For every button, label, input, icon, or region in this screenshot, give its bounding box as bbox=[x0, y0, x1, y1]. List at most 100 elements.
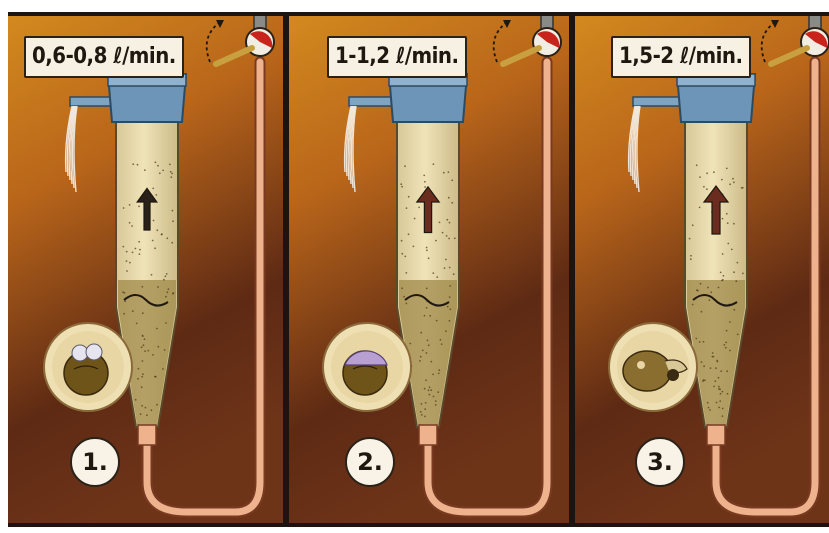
egg-particle bbox=[144, 169, 146, 171]
egg-particle bbox=[138, 206, 140, 208]
egg-particle bbox=[718, 407, 720, 409]
tube-inlet bbox=[138, 425, 156, 445]
egg-particle bbox=[155, 161, 157, 163]
top-border bbox=[8, 12, 829, 16]
egg-particle bbox=[156, 404, 158, 406]
egg-particle bbox=[168, 288, 170, 290]
egg-particle bbox=[729, 183, 731, 185]
egg-particle bbox=[440, 339, 442, 341]
egg-particle bbox=[426, 352, 428, 354]
egg-particle bbox=[725, 347, 727, 349]
egg-particle bbox=[690, 258, 692, 260]
egg-particle bbox=[129, 222, 131, 224]
egg-particle bbox=[408, 196, 410, 198]
egg-particle bbox=[699, 176, 701, 178]
egg-particle bbox=[436, 320, 438, 322]
egg-particle bbox=[163, 279, 165, 281]
egg-particle bbox=[731, 249, 733, 251]
egg-particle bbox=[406, 303, 408, 305]
egg-particle bbox=[126, 251, 128, 253]
egg-particle bbox=[426, 288, 428, 290]
step-number-1: 1. bbox=[70, 437, 120, 487]
egg-particle bbox=[122, 246, 124, 248]
egg-particle bbox=[137, 378, 139, 380]
egg-particle bbox=[132, 310, 134, 312]
egg-particle bbox=[712, 352, 714, 354]
egg-particle bbox=[428, 389, 430, 391]
egg-particle bbox=[418, 207, 420, 209]
tube-inlet bbox=[707, 425, 725, 445]
egg-particle bbox=[449, 285, 451, 287]
egg-particle bbox=[701, 361, 703, 363]
egg-particle bbox=[707, 287, 709, 289]
egg-particle bbox=[140, 413, 142, 415]
egg-particle bbox=[449, 222, 451, 224]
egg-particle bbox=[722, 218, 724, 220]
egg-particle bbox=[135, 248, 137, 250]
egg-particle bbox=[400, 183, 402, 185]
egg-particle bbox=[401, 253, 403, 255]
egg-particle bbox=[429, 386, 431, 388]
egg-particle bbox=[141, 346, 143, 348]
egg-particle bbox=[159, 172, 161, 174]
egg-particle bbox=[703, 365, 705, 367]
egg-particle bbox=[165, 275, 167, 277]
egg-particle bbox=[727, 222, 729, 224]
egg-particle bbox=[722, 391, 724, 393]
panel-divider bbox=[283, 12, 289, 527]
egg-particle bbox=[715, 367, 717, 369]
egg-particle bbox=[423, 175, 425, 177]
egg-particle bbox=[713, 171, 715, 173]
egg-particle bbox=[414, 218, 416, 220]
panel-3-illustration bbox=[575, 12, 829, 527]
egg-particle bbox=[696, 164, 698, 166]
egg-particle bbox=[454, 237, 456, 239]
egg-particle bbox=[157, 346, 159, 348]
egg-particle bbox=[449, 320, 451, 322]
egg-particle bbox=[421, 403, 423, 405]
egg-particle bbox=[699, 341, 701, 343]
egg-particle bbox=[445, 259, 447, 261]
egg-particle bbox=[152, 354, 154, 356]
egg-particle bbox=[420, 411, 422, 413]
egg-membrane-bubble bbox=[86, 344, 102, 360]
egg-particle bbox=[166, 291, 168, 293]
step-number-2: 2. bbox=[345, 437, 395, 487]
flow-rate-label-3: 1,5-2 ℓ/min. bbox=[611, 36, 751, 78]
egg-particle bbox=[141, 405, 143, 407]
egg-particle bbox=[145, 407, 147, 409]
egg-particle bbox=[722, 253, 724, 255]
egg-particle bbox=[706, 172, 708, 174]
egg-particle bbox=[422, 350, 424, 352]
egg-particle bbox=[123, 207, 125, 209]
egg-particle bbox=[710, 367, 712, 369]
egg-particle bbox=[142, 373, 144, 375]
egg-particle bbox=[442, 232, 444, 234]
egg-particle bbox=[441, 343, 443, 345]
panel-step-1: 0,6-0,8 ℓ/min. 1. bbox=[8, 12, 283, 527]
egg-particle bbox=[703, 379, 705, 381]
egg-particle bbox=[170, 171, 172, 173]
egg-particle bbox=[726, 330, 728, 332]
egg-particle bbox=[726, 168, 728, 170]
egg-particle bbox=[166, 237, 168, 239]
egg-particle bbox=[138, 241, 140, 243]
egg-particle bbox=[401, 186, 403, 188]
panel-2-illustration bbox=[289, 12, 569, 527]
flow-rate-label-2: 1-1,2 ℓ/min. bbox=[327, 36, 467, 78]
egg-particle bbox=[424, 416, 426, 418]
egg-particle bbox=[142, 360, 144, 362]
egg-particle bbox=[725, 342, 727, 344]
egg-particle bbox=[142, 312, 144, 314]
egg-particle bbox=[697, 290, 699, 292]
egg-particle bbox=[157, 165, 159, 167]
egg-particle bbox=[141, 376, 143, 378]
egg-particle bbox=[426, 249, 428, 251]
egg-particle bbox=[716, 402, 718, 404]
egg-particle bbox=[449, 267, 451, 269]
egg-particle bbox=[171, 173, 173, 175]
egg-particle bbox=[161, 234, 163, 236]
egg-particle bbox=[144, 338, 146, 340]
panel-1-illustration bbox=[8, 12, 283, 527]
